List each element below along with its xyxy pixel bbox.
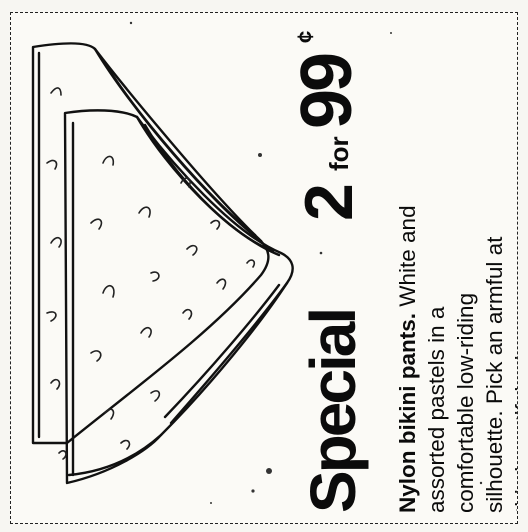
headline-special: Special bbox=[297, 309, 369, 513]
price-for: for bbox=[324, 136, 354, 171]
ad-clipping: Special 2 for 99 ¢ Nylon bikini pants. W… bbox=[10, 12, 518, 524]
description-line-5: this beautiful price. bbox=[511, 325, 518, 513]
ad-copy: Special 2 for 99 ¢ Nylon bikini pants. W… bbox=[287, 23, 518, 513]
description-lead: Nylon bikini pants. bbox=[395, 312, 420, 513]
description-line-4: silhouette. Pick an armful at bbox=[482, 236, 507, 513]
price-amount: 99 bbox=[287, 54, 367, 129]
description-line-2: assorted pastels in a bbox=[424, 306, 449, 513]
price-quantity: 2 bbox=[291, 185, 367, 221]
price-unit: ¢ bbox=[293, 30, 318, 43]
print-specks bbox=[129, 21, 483, 504]
bikini-pants-illustration bbox=[31, 42, 294, 485]
description-line-3: comfortable low-riding bbox=[453, 292, 478, 513]
headline-row: Special 2 for 99 ¢ bbox=[287, 23, 381, 513]
description-line-1-rest: White and bbox=[395, 205, 420, 313]
description: Nylon bikini pants. White and assorted p… bbox=[393, 183, 518, 513]
description-line-1: Nylon bikini pants. White and bbox=[393, 183, 422, 513]
